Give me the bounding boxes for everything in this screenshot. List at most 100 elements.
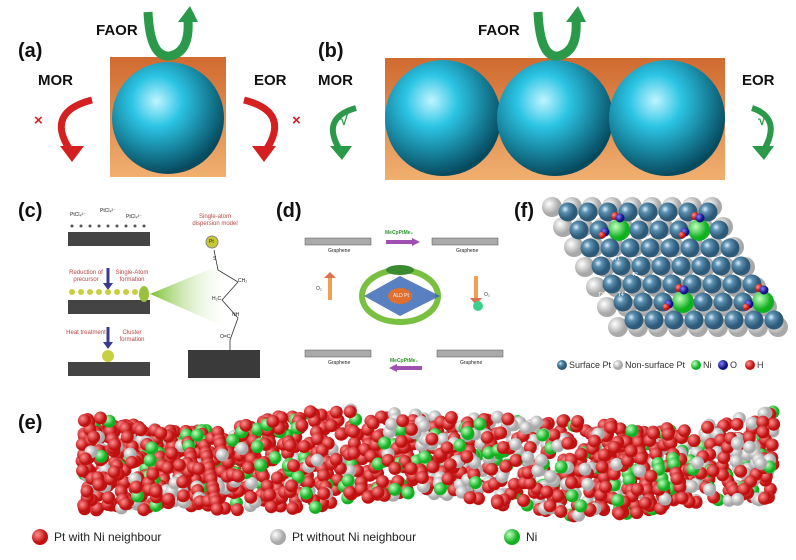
ch2-label: CH₂: [238, 278, 248, 284]
ni-atom: [688, 219, 710, 241]
panel-a-graphic: [57, 6, 279, 177]
panel-e-strand: [75, 403, 781, 523]
ni-atom: [190, 428, 204, 442]
pt-ni-atom: [638, 496, 652, 510]
check-icon: √: [552, 14, 561, 31]
surface-pt-atom: [580, 238, 600, 258]
pt-ni-atom: [647, 426, 661, 440]
ni-atom: [143, 453, 157, 467]
pt-atom: [87, 289, 93, 295]
pt-atom: [610, 457, 624, 471]
nonsurface-pt-atom: [597, 297, 617, 317]
graphene-label: Graphene: [460, 360, 483, 366]
surface-pt-atom: [631, 256, 651, 276]
pin: [97, 224, 101, 228]
legend-pt: Pt without Ni neighbour: [292, 530, 417, 544]
pt-ni-atom: [734, 464, 748, 478]
ni-atom: [574, 499, 588, 513]
pt-ni-atom: [118, 497, 132, 511]
pt-ni-atom: [347, 436, 361, 450]
pt-ni-atom: [120, 430, 134, 444]
pt-ni-atom: [521, 466, 535, 480]
surface-pt-atom: [622, 274, 642, 294]
ni-atom: [625, 424, 639, 438]
pt-atom: [490, 410, 504, 424]
surface-pt-atom: [684, 310, 704, 330]
pt-ni-atom: [443, 458, 457, 472]
pt-atom: [78, 289, 84, 295]
ni-atom: [752, 291, 774, 313]
pt-ni-atom: [311, 432, 325, 446]
precursor-label: PtCl₄²⁻: [126, 214, 142, 220]
pt-ni-atom: [499, 459, 513, 473]
pt-ni-atom: [565, 476, 579, 490]
pt-atom: [96, 289, 102, 295]
pt-ni-atom: [315, 443, 329, 457]
surface-pt-atom: [640, 238, 660, 258]
ni-atom: [145, 441, 159, 455]
ni-atom: [536, 428, 550, 442]
step-single-atom: Single-Atom formation: [115, 270, 149, 283]
pt-atom: [310, 453, 324, 467]
surface-pt-atom: [633, 292, 653, 312]
pt-ni-atom: [286, 501, 300, 515]
pt-ni-atom: [347, 425, 361, 439]
nonsurface-pt-atom: [564, 237, 584, 257]
eor-label-a: EOR: [254, 72, 287, 89]
pt-atom: [215, 448, 229, 462]
pt-ni-atom: [396, 414, 410, 428]
o-atom: [695, 213, 705, 223]
pt-ni-atom: [556, 414, 570, 428]
pt-ni-atom: [176, 475, 190, 489]
panel-a-label: (a): [18, 40, 43, 62]
h-atom: [598, 231, 606, 239]
pt-ni-atom: [93, 411, 107, 425]
o2-label: O₂: [316, 286, 322, 292]
pt-ni-atom: [324, 419, 338, 433]
pt-ni-atom: [154, 426, 168, 440]
ni-atom: [226, 433, 240, 447]
surface-pt-atom: [558, 202, 578, 222]
ni-atom: [460, 426, 474, 440]
pt-atom: [123, 289, 129, 295]
pt-atom-label: Pt: [209, 239, 214, 245]
pt-ni-atom: [509, 453, 523, 467]
panel-c-graphic: [68, 224, 260, 378]
pt-ni-atom: [543, 499, 557, 513]
pt-atom: [521, 450, 535, 464]
h-atom: [742, 303, 750, 311]
pt-ni-atom: [165, 446, 179, 460]
pt-atom: [581, 477, 595, 491]
pt-ni-atom: [607, 467, 621, 481]
pt-ni-atom: [329, 405, 343, 419]
model-title: Single-atom dispersion model: [192, 214, 238, 227]
ni-atom: [250, 422, 264, 436]
ni-atom: [250, 440, 264, 454]
ni-atom: [433, 482, 447, 496]
pt-atom: [731, 492, 745, 506]
pt-ni-atom: [631, 435, 645, 449]
pt-ni-atom: [599, 480, 613, 494]
pt-atom: [105, 289, 111, 295]
site-t3: T3: [598, 292, 604, 298]
legend-swatch-pt: [270, 529, 286, 545]
pt-atom: [754, 456, 768, 470]
ni-atom: [473, 417, 487, 431]
pt-ni-atom: [624, 444, 638, 458]
ni-atom: [308, 500, 322, 514]
pt-ni-atom: [597, 470, 611, 484]
panel-d-label: (d): [276, 200, 302, 222]
surface-pt-atom: [720, 238, 740, 258]
pt-ni-atom: [730, 417, 744, 431]
legend-swatch-o: [718, 360, 728, 370]
pt-ni-atom: [285, 479, 299, 493]
ni-atom: [94, 449, 108, 463]
pt-ni-atom: [137, 503, 151, 517]
check-icon: √: [340, 112, 349, 129]
pt-ni-atom: [161, 461, 175, 475]
pt-ni-atom: [463, 491, 477, 505]
legend-surface-pt: Surface Pt: [569, 360, 612, 370]
pt-atom: [745, 416, 759, 430]
pt-ni-atom: [757, 491, 771, 505]
